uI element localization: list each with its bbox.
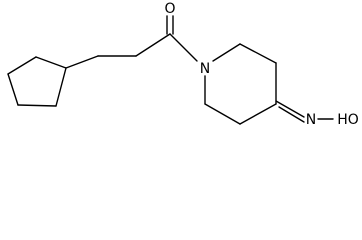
piperidine-ring [204, 43, 277, 125]
carbonyl-oxygen-label: O [164, 1, 175, 17]
oxime-double-bond [275, 100, 305, 123]
bond [135, 33, 171, 57]
oxime-nitrogen-label: N [306, 112, 316, 128]
propanoyl-chain [65, 33, 171, 69]
bond [169, 33, 198, 62]
bond [278, 106, 305, 123]
structure-canvas: O N N HO [7, 1, 359, 128]
bond [17, 104, 57, 107]
bond [204, 103, 241, 125]
hydroxyl-label: HO [337, 112, 359, 128]
bond [7, 73, 19, 106]
carbonyl-double-bond [166, 15, 174, 35]
bond [239, 103, 277, 125]
cyclopentane-ring [7, 56, 67, 107]
bond [65, 55, 99, 69]
ring-nitrogen-label: N [200, 61, 210, 77]
molecule-drawing: O N N HO [7, 1, 359, 128]
bond [7, 56, 37, 75]
bond [275, 100, 305, 118]
bond [212, 43, 241, 62]
bond [35, 56, 67, 69]
bond [239, 43, 277, 64]
bond [55, 67, 67, 107]
